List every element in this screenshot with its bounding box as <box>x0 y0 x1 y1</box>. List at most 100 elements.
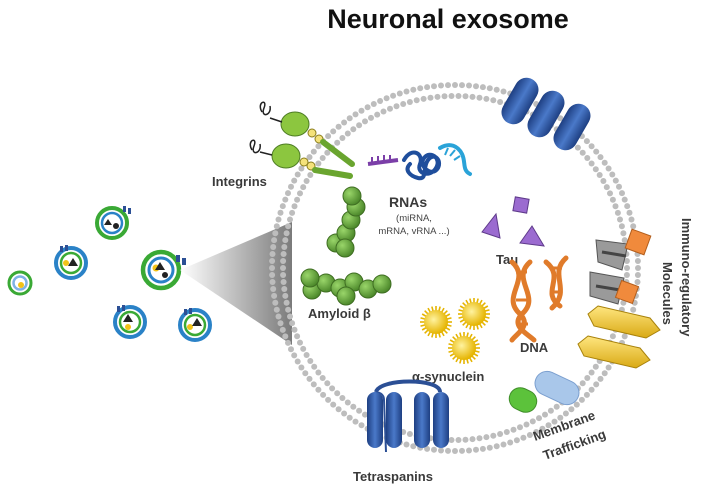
amyloid-beta-icon <box>300 186 392 306</box>
membrane-bead <box>280 279 287 285</box>
membrane-bead <box>275 313 282 320</box>
membrane-bead <box>597 154 604 161</box>
membrane-bead <box>573 401 580 408</box>
membrane-bead <box>294 333 301 340</box>
membrane-bead <box>288 346 294 353</box>
membrane-bead <box>614 209 621 216</box>
dna-icon <box>509 255 569 343</box>
small-exosome-3 <box>95 206 131 240</box>
membrane-bead <box>272 230 279 237</box>
immuno-regulatory-label-2: Molecules <box>660 262 675 325</box>
membrane-bead <box>410 443 417 450</box>
membrane-bead <box>473 446 479 453</box>
membrane-bead <box>377 98 384 104</box>
membrane-bead <box>344 399 351 406</box>
membrane-bead <box>282 237 289 244</box>
membrane-bead <box>605 165 612 172</box>
tetraspanin-icon <box>367 379 449 453</box>
membrane-bead <box>297 190 303 197</box>
membrane-bead <box>448 437 455 443</box>
membrane-bead <box>486 85 493 92</box>
tetraspanins-label: Tetraspanins <box>353 469 433 484</box>
membrane-bead <box>273 223 280 230</box>
membrane-bead <box>300 345 307 352</box>
membrane-bead <box>406 99 413 105</box>
membrane-protein-icon <box>501 77 591 151</box>
membrane-bead <box>356 407 363 414</box>
membrane-bead <box>601 370 608 377</box>
membrane-bead <box>269 279 276 285</box>
membrane-bead <box>557 115 564 122</box>
immuno-regulatory-label-1: Immuno-regulatory <box>679 218 694 337</box>
membrane-bead <box>617 216 623 223</box>
membrane-bead <box>600 178 607 184</box>
membrane-bead <box>618 223 625 230</box>
membrane-bead <box>291 352 298 359</box>
membrane-bead <box>330 401 337 408</box>
membrane-bead <box>438 82 444 89</box>
membrane-bead <box>420 95 427 102</box>
membrane-bead <box>455 437 462 443</box>
membrane-bead <box>466 447 472 454</box>
rnas-label: RNAs <box>389 194 427 210</box>
membrane-bead <box>417 85 424 92</box>
membrane-bead <box>285 306 292 313</box>
membrane-bead <box>413 97 420 104</box>
membrane-bead <box>609 171 616 178</box>
membrane-bead <box>311 363 318 370</box>
membrane-bead <box>584 375 591 381</box>
membrane-bead <box>479 445 486 452</box>
zoom-cone <box>180 222 292 345</box>
membrane-bead <box>325 133 332 140</box>
membrane-bead <box>310 381 317 388</box>
membrane-bead <box>583 138 590 145</box>
membrane-bead <box>298 364 305 371</box>
membrane-bead <box>364 104 371 111</box>
membrane-bead <box>621 196 628 203</box>
membrane-bead <box>307 358 314 364</box>
membrane-bead <box>406 431 413 437</box>
membrane-bead <box>396 90 403 97</box>
membrane-bead <box>272 299 279 306</box>
membrane-bead <box>584 155 591 161</box>
membrane-bead <box>497 431 504 437</box>
membrane-bead <box>452 448 458 454</box>
membrane-bead <box>452 82 458 88</box>
membrane-bead <box>542 411 548 418</box>
membrane-bead <box>619 190 625 197</box>
membrane-bead <box>277 320 284 327</box>
membrane-bead <box>315 369 322 376</box>
membrane-bead <box>603 184 610 191</box>
membrane-bead <box>370 101 377 107</box>
amyloid-bead <box>335 238 355 258</box>
membrane-bead <box>352 418 359 425</box>
membrane-bead <box>280 258 287 264</box>
membrane-bead <box>588 143 595 150</box>
membrane-bead <box>277 209 284 216</box>
exosome-membrane <box>269 82 641 454</box>
membrane-bead <box>275 216 282 223</box>
membrane-bead <box>269 272 276 278</box>
amyloid-bead <box>336 286 356 306</box>
membrane-bead <box>533 429 540 435</box>
membrane-bead <box>285 190 291 197</box>
membrane-bead <box>297 339 303 346</box>
membrane-bead <box>545 422 552 429</box>
membrane-bead <box>624 265 630 271</box>
membrane-bead <box>300 184 307 191</box>
membrane-bead <box>635 265 641 271</box>
membrane-bead <box>483 95 490 102</box>
membrane-bead <box>302 370 309 377</box>
membrane-bead <box>285 223 292 230</box>
membrane-bead <box>315 143 322 150</box>
alpha-synuclein-label: α-synuclein <box>412 369 484 384</box>
membrane-bead <box>529 418 536 425</box>
membrane-bead <box>393 103 400 110</box>
membrane-bead <box>341 410 348 417</box>
membrane-bead <box>490 432 497 439</box>
membrane-bead <box>597 375 604 382</box>
membrane-bead <box>568 406 575 413</box>
membrane-bead <box>626 209 633 216</box>
small-exosome-1 <box>7 270 33 296</box>
membrane-bead <box>356 122 363 129</box>
